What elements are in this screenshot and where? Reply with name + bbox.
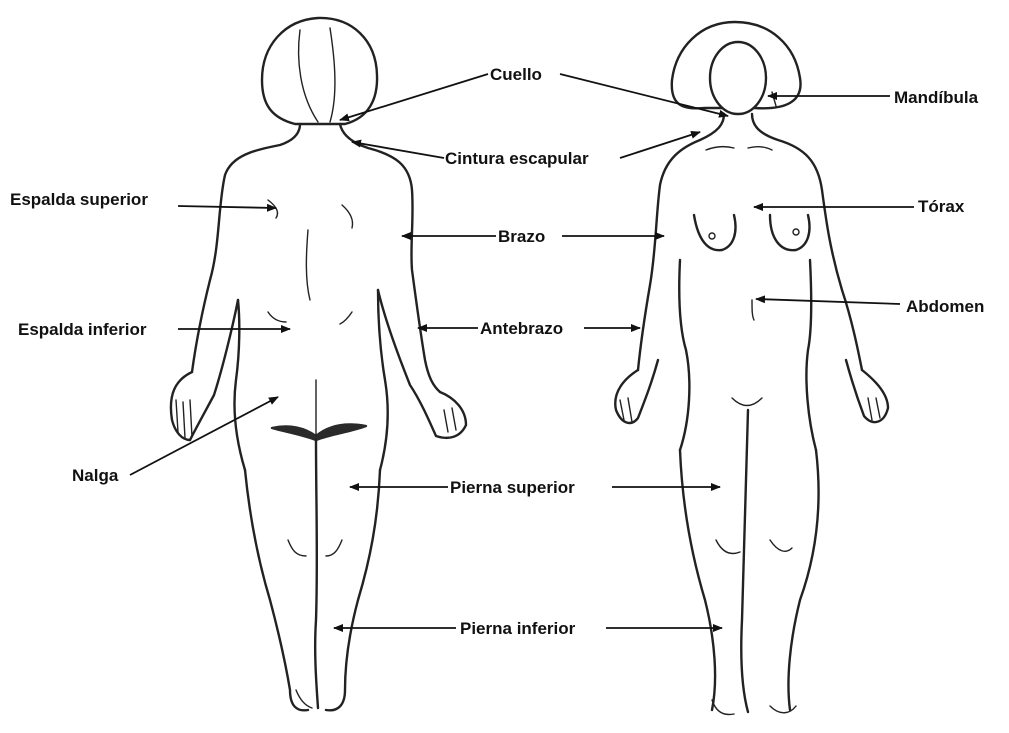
label-abdomen: Abdomen bbox=[906, 297, 984, 316]
label-brazo: Brazo bbox=[498, 227, 545, 246]
label-cuello: Cuello bbox=[490, 65, 542, 84]
label-pierna-superior: Pierna superior bbox=[450, 478, 575, 497]
back-view-figure bbox=[171, 18, 466, 710]
label-cintura-escapular: Cintura escapular bbox=[445, 149, 589, 168]
label-pierna-inferior: Pierna inferior bbox=[460, 619, 576, 638]
label-nalga: Nalga bbox=[72, 466, 119, 485]
label-espalda-superior: Espalda superior bbox=[10, 190, 148, 209]
label-torax: Tórax bbox=[918, 197, 965, 216]
label-antebrazo: Antebrazo bbox=[480, 319, 563, 338]
back-hair bbox=[262, 18, 377, 124]
label-espalda-inferior: Espalda inferior bbox=[18, 320, 147, 339]
labels: Cuello Mandíbula Cintura escapular Espal… bbox=[10, 65, 984, 638]
label-mandibula: Mandíbula bbox=[894, 88, 979, 107]
front-view-figure bbox=[615, 22, 888, 714]
